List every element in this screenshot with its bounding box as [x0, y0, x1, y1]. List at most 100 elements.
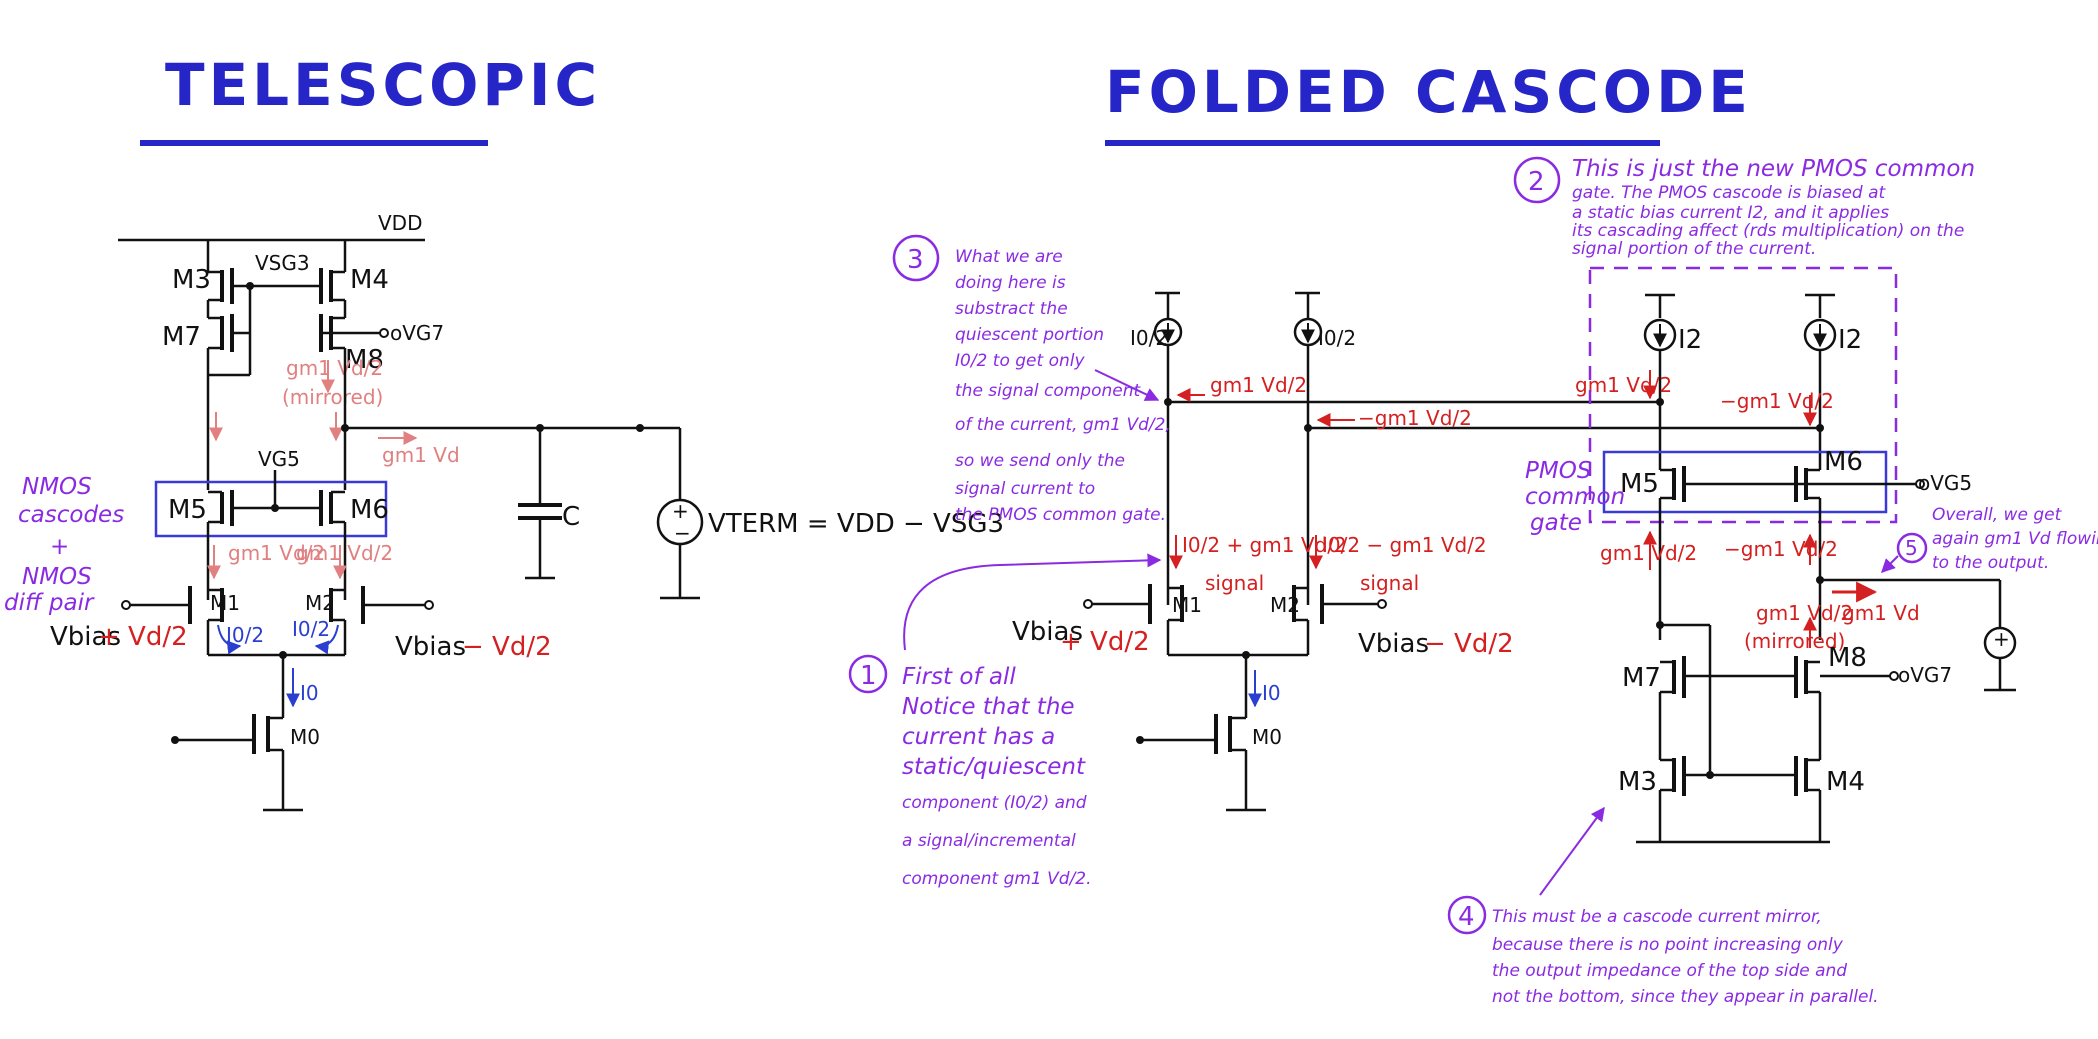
folded-vbias-left: Vbias: [1012, 617, 1083, 647]
note4-line-3: not the bottom, since they appear in par…: [1492, 987, 1879, 1007]
folded-m2-current: I0/2 − gm1 Vd/2: [1322, 533, 1487, 557]
tele-m3-label: M3: [172, 265, 211, 295]
annotation-2-number: 2: [1528, 167, 1545, 197]
note3-line-9: the PMOS common gate.: [955, 505, 1166, 525]
tele-vbias-left-sig: + Vd/2: [98, 622, 188, 652]
folded-m6-label: M6: [1824, 447, 1863, 477]
tele-signal-right: gm1 Vd/2: [296, 541, 393, 565]
note2-line-3: its cascading affect (rds multiplication…: [1572, 221, 1964, 241]
folded-vg7-label: oVG7: [1898, 663, 1952, 687]
tele-nmos-note-4: NMOS: [22, 564, 92, 590]
folded-i2-right-sig: −gm1 Vd/2: [1720, 389, 1834, 413]
tele-nmos-note-5: diff pair: [4, 590, 95, 616]
tele-vsg3-label: VSG3: [255, 251, 310, 275]
svg-text:−: −: [674, 521, 691, 545]
folded-m1-signal-word: signal: [1205, 571, 1264, 595]
tele-m4-label: M4: [350, 265, 389, 295]
folded-tail-current: I0: [1262, 681, 1281, 705]
note5-line-0: Overall, we get: [1932, 505, 2063, 525]
folded-vbias-right-sig: − Vd/2: [1424, 629, 1514, 659]
note2-line-4: signal portion of the current.: [1572, 239, 1816, 259]
note3-line-1: doing here is: [955, 273, 1066, 293]
telescopic-circuit: VDD M3 M4 VSG3 M7 M8 oVG: [4, 211, 1004, 812]
tele-m8-label: M8: [345, 345, 384, 375]
folded-m3-label: M3: [1618, 767, 1657, 797]
tele-m6-label: M6: [350, 495, 389, 525]
folded-src-right: I0/2: [1318, 326, 1356, 350]
folded-m1-current: I0/2 + gm1 Vd/2: [1182, 533, 1347, 557]
note4-line-0: This must be a cascode current mirror,: [1492, 907, 1822, 927]
folded-pmos-dashed-box: [1588, 266, 1898, 524]
tele-tail-left: I0/2: [226, 623, 264, 647]
tele-m5-label: M5: [168, 495, 207, 525]
folded-pmos-cg-3: gate: [1530, 510, 1582, 536]
note2-line-2: a static bias current I2, and it applies: [1572, 203, 1889, 223]
folded-mirrored-sig: gm1 Vd/2: [1756, 601, 1853, 625]
note3-line-6: of the current, gm1 Vd/2,: [955, 415, 1171, 435]
note1-line-2: current has a: [902, 724, 1055, 750]
note1-line-6: component gm1 Vd/2.: [902, 869, 1092, 889]
note3-line-2: substract the: [955, 299, 1068, 319]
folded-m5-label: M5: [1620, 469, 1659, 499]
tele-vdd-label: VDD: [378, 211, 422, 235]
tele-mirrored-gm: gm1 Vd/2: [286, 356, 383, 380]
annotation-4: 4 This must be a cascode current mirror,…: [1447, 806, 1879, 1007]
tele-m0-label: M0: [290, 725, 320, 749]
tele-out-current: gm1 Vd: [382, 443, 460, 467]
folded-sig-right-node: −gm1 Vd/2: [1358, 406, 1472, 430]
tele-nmos-cascode-box: [154, 480, 388, 538]
tele-tail-right: I0/2: [292, 617, 330, 641]
tele-vg5-label: VG5: [258, 447, 300, 471]
annotation-1: 1 First of all Notice that the current h…: [848, 553, 1162, 889]
tele-vbias-right: Vbias: [395, 632, 466, 662]
folded-sig-left-node: gm1 Vd/2: [1210, 373, 1307, 397]
annotation-5: 5 Overall, we get again gm1 Vd flowing t…: [1881, 505, 2098, 573]
folded-m8-label: M8: [1828, 643, 1867, 673]
note3-line-3: quiescent portion: [955, 325, 1104, 345]
note1-line-1: Notice that the: [902, 694, 1075, 720]
tele-nmos-note-2: cascodes: [18, 502, 124, 528]
note3-line-8: signal current to: [955, 479, 1095, 499]
note4-line-2: the output impedance of the top side and: [1492, 961, 1847, 981]
note1-line-4: component (I0/2) and: [902, 793, 1087, 813]
folded-pmos-common-gate-box: [1602, 450, 1888, 514]
note4-line-1: because there is no point increasing onl…: [1492, 935, 1844, 955]
folded-m2-signal-word: signal: [1360, 571, 1419, 595]
folded-m4-label: M4: [1826, 767, 1865, 797]
folded-out-current: gm1 Vd: [1842, 601, 1920, 625]
folded-i2-right: I2: [1838, 325, 1862, 355]
folded-m6-down: −gm1 Vd/2: [1724, 537, 1838, 561]
note3-line-4: I0/2 to get only: [955, 351, 1085, 371]
folded-cascode-title: FOLDED CASCODE: [1105, 58, 1752, 126]
note3-line-5: the signal component: [955, 381, 1142, 401]
folded-pmos-cg-1: PMOS: [1525, 458, 1591, 484]
tele-vterm-label: VTERM = VDD − VSG3: [708, 509, 1004, 539]
note3-line-0: What we are: [955, 247, 1063, 267]
tele-m1-label: M1: [210, 591, 240, 615]
folded-vbias-left-sig: + Vd/2: [1060, 627, 1150, 657]
note5-line-1: again gm1 Vd flowing: [1932, 529, 2098, 549]
tele-nmos-note-3: +: [50, 534, 69, 560]
note1-line-5: a signal/incremental: [902, 831, 1076, 851]
folded-src-left: I0/2: [1130, 326, 1168, 350]
folded-cascode-circuit: I0/2 I0/2 gm1 Vd/2 −gm1 Vd/2 I0/2 + gm1 …: [1012, 266, 2017, 844]
svg-text:+: +: [1993, 627, 2010, 651]
folded-m2-label: M2: [1270, 593, 1300, 617]
folded-m5-down: gm1 Vd/2: [1600, 541, 1697, 565]
tele-vbias-right-sig: − Vd/2: [462, 632, 552, 662]
tele-tail-current: I0: [300, 681, 319, 705]
telescopic-title: TELESCOPIC: [165, 51, 601, 119]
folded-vbias-right: Vbias: [1358, 629, 1429, 659]
tele-m7-label: M7: [162, 322, 201, 352]
note5-line-2: to the output.: [1932, 553, 2049, 573]
tele-vg7-label: oVG7: [390, 321, 444, 345]
annotation-3-number: 3: [907, 245, 924, 275]
tele-vbias-left: Vbias: [50, 622, 121, 652]
note1-line-0: First of all: [902, 664, 1016, 690]
svg-text:+: +: [672, 499, 689, 523]
folded-m1-label: M1: [1172, 593, 1202, 617]
tele-mirrored-note: (mirrored): [282, 385, 383, 409]
tele-m2-label: M2: [305, 591, 335, 615]
tele-cap-label: C: [562, 502, 580, 532]
